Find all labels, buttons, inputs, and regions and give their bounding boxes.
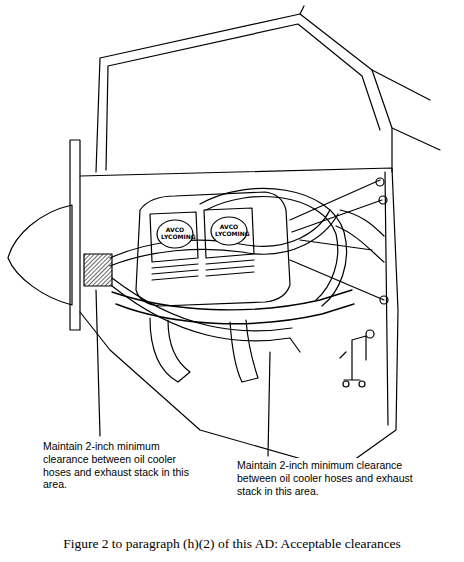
wire (336, 210, 384, 262)
propeller (70, 140, 80, 330)
baffle-inner (206, 197, 338, 301)
oil-cooler-hose (112, 278, 292, 331)
engine-make: AVCO LYCOMING (215, 224, 243, 238)
baffle (200, 188, 347, 306)
exhaust-stack (112, 290, 352, 310)
figure-caption: Figure 2 to paragraph (h)(2) of this AD:… (63, 536, 401, 552)
oil-cooler-hose (112, 286, 300, 352)
plate-ellipse (157, 220, 193, 248)
engine-mount (290, 180, 384, 300)
mount-fitting (376, 178, 384, 186)
exhaust-stack-lower (116, 304, 354, 324)
intake (150, 318, 190, 382)
mount-fitting (379, 196, 387, 204)
upper-cowl-edge (106, 24, 380, 170)
upper-cowl (96, 14, 392, 172)
leader-line (268, 352, 270, 456)
cylinder-plate: AVCO LYCOMING (156, 219, 194, 249)
cylinder (150, 208, 254, 262)
nacelle (80, 168, 398, 470)
plate-ellipse (211, 217, 247, 245)
callout-note: Maintain 2-inch minimum clearance betwee… (42, 439, 206, 492)
oil-cooler (84, 254, 112, 286)
mount-fitting (380, 296, 388, 304)
callout-note: Maintain 2-inch minimum clearance betwee… (236, 458, 416, 498)
fitting (366, 330, 374, 338)
engine-make: AVCO LYCOMING (161, 227, 189, 241)
leader-line (96, 290, 100, 436)
fitting (340, 336, 366, 380)
fitting (343, 381, 349, 387)
fitting (359, 381, 365, 387)
cylinder-fins (152, 260, 254, 280)
cylinder-plate: AVCO LYCOMING (210, 216, 248, 246)
cowl-hinge (300, 6, 440, 150)
spinner (8, 205, 72, 305)
